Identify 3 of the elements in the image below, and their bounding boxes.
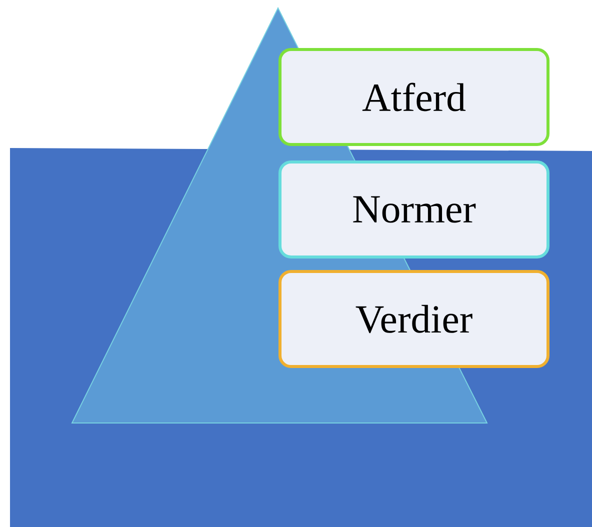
label-box: Atferd [278,48,550,146]
label-box: Verdier [278,270,550,368]
label-box: Normer [278,160,550,258]
